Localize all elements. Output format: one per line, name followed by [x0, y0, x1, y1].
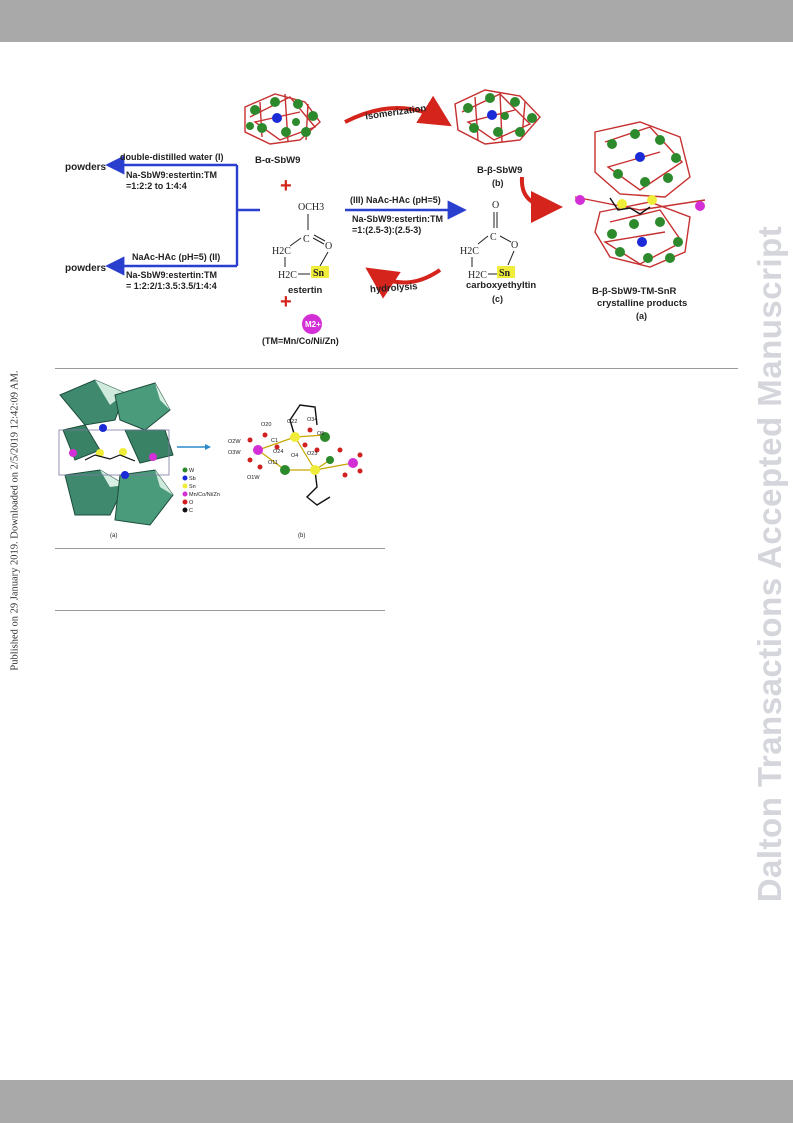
- svg-text:H2C: H2C: [272, 246, 291, 257]
- ball-stick-view: O20 O22 O34 O2W O3W C1 O5 O24 O4 O23 O11…: [228, 404, 363, 506]
- svg-text:Sn: Sn: [313, 268, 325, 279]
- product-label-1: B-β-SbW9-TM-SnR: [592, 286, 677, 297]
- svg-text:C: C: [189, 508, 193, 514]
- estertin-structure: OCH3 C O H2C H2C Sn: [272, 202, 332, 281]
- fig2-arrowhead: [205, 444, 211, 450]
- rule-figure-bottom: [55, 548, 385, 549]
- svg-text:O11: O11: [268, 460, 278, 466]
- svg-text:O1W: O1W: [247, 475, 260, 481]
- svg-text:O: O: [325, 241, 332, 252]
- rule-scheme: [55, 368, 738, 369]
- beta-sub: (b): [492, 178, 504, 188]
- tm-ion-sphere: [302, 314, 322, 334]
- svg-text:O20: O20: [261, 422, 271, 428]
- product-sub: (a): [636, 311, 647, 321]
- alpha-label: B-α-SbW9: [255, 155, 300, 166]
- svg-text:O23: O23: [307, 451, 317, 457]
- left-bracket-arrows: [105, 155, 260, 276]
- svg-text:O34: O34: [307, 417, 317, 423]
- route2-ratio-a: Na-SbW9:estertin:TM: [126, 270, 217, 280]
- route2-condition: NaAc-HAc (pH=5) (II): [132, 252, 220, 262]
- svg-text:Mn/Co/Ni/Zn: Mn/Co/Ni/Zn: [189, 492, 220, 498]
- svg-text:O24: O24: [273, 449, 283, 455]
- product-cluster: [574, 121, 706, 268]
- polyhedral-view: [58, 379, 174, 526]
- svg-text:O4: O4: [291, 453, 298, 459]
- carboxyethyltin-structure: O C O H2C H2C Sn: [460, 200, 518, 281]
- svg-text:C1: C1: [271, 438, 278, 444]
- tm-ion-text: M2+: [305, 320, 321, 329]
- route1-condition: double-distilled water (I): [120, 152, 224, 162]
- fig2-legend: W Sb Sn Mn/Co/Ni/Zn O C: [182, 467, 220, 514]
- svg-text:H2C: H2C: [278, 270, 297, 281]
- svg-text:W: W: [189, 468, 195, 474]
- fig2-sub-b: (b): [298, 533, 305, 539]
- beta-sbw9-cluster: [454, 89, 541, 145]
- svg-text:H2C: H2C: [468, 270, 487, 281]
- svg-text:Sn: Sn: [499, 268, 511, 279]
- svg-text:O22: O22: [287, 419, 297, 425]
- route1-ratio-b: =1:2:2 to 1:4:4: [126, 181, 187, 191]
- svg-text:Sb: Sb: [189, 476, 196, 482]
- plus-sign-2: +: [280, 291, 292, 313]
- svg-text:O: O: [511, 240, 518, 251]
- isomerization-arrow: [344, 95, 452, 127]
- rule-table: [55, 610, 385, 611]
- svg-text:H2C: H2C: [460, 246, 479, 257]
- svg-text:OCH3: OCH3: [298, 202, 324, 213]
- synthesis-scheme: B-α-SbW9 isomerization B-β-SbW9 (b) + + …: [65, 89, 706, 346]
- beta-label: B-β-SbW9: [477, 165, 522, 176]
- tm-label: (TM=Mn/Co/Ni/Zn): [262, 336, 339, 346]
- route3-ratio-b: =1:(2.5-3):(2.5-3): [352, 225, 421, 235]
- fig2-sub-a: (a): [110, 533, 117, 539]
- svg-text:Sn: Sn: [189, 484, 196, 490]
- powders-2: powders: [65, 263, 107, 274]
- route3-condition: (III) NaAc-HAc (pH=5): [350, 195, 441, 205]
- svg-text:C: C: [490, 232, 497, 243]
- carboxy-label: carboxyethyltin: [466, 280, 536, 291]
- svg-text:O: O: [189, 500, 194, 506]
- carboxy-sub: (c): [492, 294, 503, 304]
- product-arrow: [519, 176, 563, 223]
- plus-sign-1: +: [280, 175, 292, 197]
- hydrolysis-arrow: [365, 267, 442, 299]
- route2-ratio-b: = 1:2:2/1:3.5:3.5/1:4:4: [126, 281, 217, 291]
- svg-text:O5: O5: [317, 431, 324, 437]
- estertin-label: estertin: [288, 285, 323, 296]
- route1-ratio-a: Na-SbW9:estertin:TM: [126, 170, 217, 180]
- structure-figure: (a) W Sb Sn Mn/Co/Ni/Zn O C: [58, 379, 363, 539]
- product-label-2: crystalline products: [597, 298, 687, 309]
- svg-text:C: C: [303, 234, 310, 245]
- svg-text:O3W: O3W: [228, 450, 241, 456]
- hydrolysis-text: hydrolysis: [370, 281, 418, 295]
- svg-text:O: O: [492, 200, 499, 211]
- svg-text:O2W: O2W: [228, 439, 241, 445]
- alpha-sbw9-cluster: [244, 93, 321, 145]
- header-bar: [0, 0, 793, 42]
- route3-ratio-a: Na-SbW9:estertin:TM: [352, 214, 443, 224]
- powders-1: powders: [65, 162, 107, 173]
- isomerization-text: isomerization: [365, 103, 427, 122]
- footer-bar: [0, 1080, 793, 1123]
